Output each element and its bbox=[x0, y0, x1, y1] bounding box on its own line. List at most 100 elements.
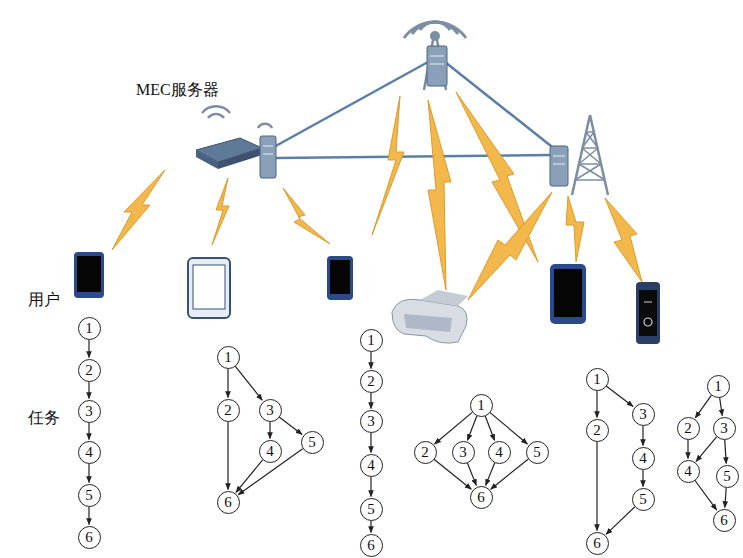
dependency-arrow bbox=[606, 507, 635, 534]
task-node: 6 bbox=[217, 491, 240, 514]
task-number: 4 bbox=[495, 445, 503, 460]
task-number: 1 bbox=[593, 372, 601, 387]
task-number: 6 bbox=[720, 513, 728, 528]
task-number: 4 bbox=[266, 444, 274, 459]
task-number: 4 bbox=[367, 458, 375, 473]
task-number: 4 bbox=[639, 451, 647, 466]
dependency-arrow bbox=[227, 369, 228, 398]
task-number: 1 bbox=[367, 333, 375, 348]
task-number: 3 bbox=[459, 445, 467, 460]
task-number: 2 bbox=[684, 421, 692, 436]
task-number: 5 bbox=[85, 488, 93, 503]
dependency-arrow bbox=[279, 417, 302, 434]
task-number: 6 bbox=[85, 530, 93, 545]
task-node: 6 bbox=[470, 486, 493, 509]
task-number: 3 bbox=[720, 421, 728, 436]
task-number: 2 bbox=[593, 423, 601, 438]
dependency-arrow bbox=[696, 437, 717, 462]
task-node: 4 bbox=[360, 454, 383, 477]
dependency-arrow bbox=[370, 393, 371, 409]
dependency-arrow bbox=[88, 340, 89, 358]
task-node: 5 bbox=[526, 441, 549, 464]
task-node: 1 bbox=[707, 375, 730, 398]
task-node: 4 bbox=[78, 441, 101, 464]
task-node: 3 bbox=[713, 417, 736, 440]
task-number: 3 bbox=[639, 407, 647, 422]
dependency-arrow bbox=[596, 442, 597, 531]
task-node: 4 bbox=[259, 440, 282, 463]
dependency-arrow bbox=[725, 487, 726, 507]
macro-tower bbox=[404, 22, 466, 90]
caption-label: 用户 bbox=[28, 290, 60, 311]
caption-label: 任务 bbox=[28, 408, 60, 429]
task-number: 6 bbox=[224, 495, 232, 510]
dependency-arrow bbox=[596, 391, 597, 418]
task-number: 2 bbox=[421, 445, 429, 460]
task-number: 5 bbox=[367, 502, 375, 517]
dependency-arrow bbox=[467, 463, 476, 486]
dependency-arrow bbox=[642, 426, 643, 446]
dependency-arrow bbox=[486, 463, 495, 486]
task-number: 1 bbox=[224, 350, 232, 365]
dependency-arrow bbox=[235, 366, 262, 400]
task-number: 1 bbox=[477, 398, 485, 413]
task-number: 4 bbox=[684, 464, 692, 479]
task-node: 3 bbox=[78, 400, 101, 423]
task-node: 2 bbox=[360, 370, 383, 393]
task-node: 6 bbox=[360, 534, 383, 557]
task-node: 3 bbox=[632, 403, 655, 426]
task-number: 5 bbox=[723, 469, 731, 484]
task-node: 4 bbox=[677, 460, 700, 483]
dependency-arrow bbox=[485, 416, 494, 441]
task-node: 1 bbox=[470, 394, 493, 417]
dependency-arrow bbox=[434, 459, 471, 489]
task-number: 3 bbox=[266, 403, 274, 418]
task-number: 2 bbox=[85, 363, 93, 378]
task-number: 3 bbox=[367, 414, 375, 429]
task-number: 1 bbox=[714, 379, 722, 394]
dependency-arrow bbox=[370, 433, 371, 453]
dependency-arrow bbox=[370, 477, 371, 497]
dependency-arrow bbox=[687, 440, 688, 459]
dependency-arrow bbox=[88, 464, 89, 483]
task-node: 5 bbox=[360, 498, 383, 521]
task-number: 2 bbox=[224, 403, 232, 418]
dependency-arrow bbox=[695, 395, 711, 417]
task-node: 6 bbox=[586, 532, 609, 555]
task-node: 1 bbox=[360, 329, 383, 352]
task-node: 1 bbox=[78, 317, 101, 340]
dependency-arrow bbox=[88, 423, 89, 440]
dependency-arrow bbox=[88, 382, 89, 399]
task-node: 4 bbox=[632, 447, 655, 470]
task-number: 2 bbox=[367, 374, 375, 389]
task-node: 4 bbox=[488, 441, 511, 464]
task-node: 5 bbox=[301, 431, 324, 454]
task-node: 3 bbox=[360, 410, 383, 433]
task-number: 5 bbox=[308, 435, 316, 450]
task-number: 5 bbox=[639, 492, 647, 507]
task-node: 1 bbox=[217, 346, 240, 369]
dependency-arrow bbox=[370, 521, 371, 533]
dependency-arrow bbox=[269, 422, 270, 439]
wifi-router bbox=[196, 106, 276, 178]
task-number: 6 bbox=[477, 490, 485, 505]
dependency-arrow bbox=[642, 470, 643, 487]
task-node: 2 bbox=[586, 419, 609, 442]
task-number: 6 bbox=[367, 538, 375, 553]
dependency-arrow bbox=[490, 412, 528, 444]
task-node: 5 bbox=[78, 484, 101, 507]
dependency-arrow bbox=[491, 459, 528, 489]
task-node: 2 bbox=[217, 399, 240, 422]
task-node: 6 bbox=[713, 509, 736, 532]
dependency-arrow bbox=[725, 439, 727, 463]
dependency-arrow bbox=[695, 480, 717, 510]
dependency-arrow bbox=[467, 416, 476, 441]
task-node: 5 bbox=[716, 465, 739, 488]
task-node: 2 bbox=[78, 359, 101, 382]
task-node: 2 bbox=[414, 441, 437, 464]
task-node: 1 bbox=[586, 368, 609, 391]
dependency-arrow bbox=[720, 397, 723, 415]
task-number: 5 bbox=[533, 445, 541, 460]
task-number: 1 bbox=[85, 321, 93, 336]
caption-label: MEC服务器 bbox=[136, 80, 219, 101]
